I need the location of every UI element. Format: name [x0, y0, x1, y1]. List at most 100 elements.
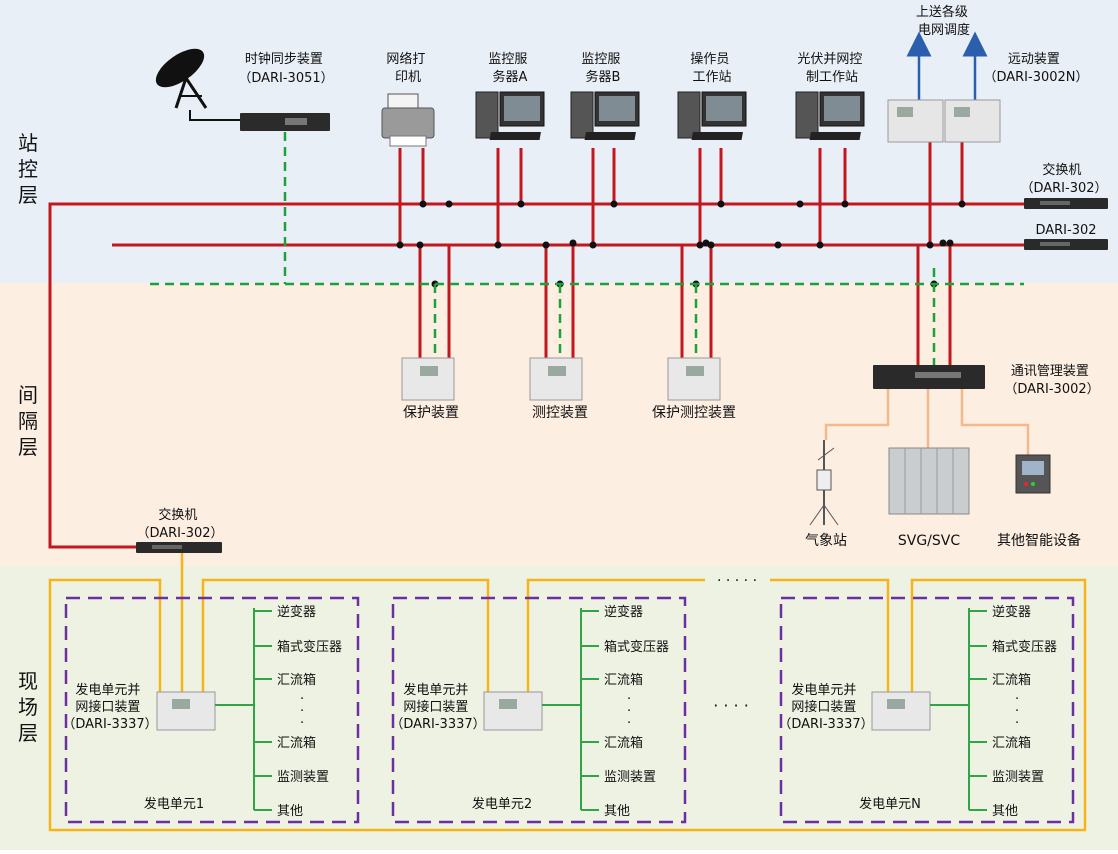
comm-manager-name: 通讯管理装置 [1011, 364, 1089, 379]
unit-2-item-transformer: 箱式变压器 [604, 639, 669, 655]
red-bus-lines [48, 142, 1024, 549]
unit-1-item-transformer: 箱式变压器 [277, 639, 342, 655]
server-b-l2: 务器B [586, 69, 621, 85]
unit-n-vdot-1: · [1015, 692, 1019, 707]
station-label-c2: 控 [18, 157, 38, 181]
bay-label-c2: 隔 [18, 409, 38, 433]
unit-1-vdot-3: · [300, 716, 304, 731]
server-a-l2: 务器A [493, 69, 528, 85]
unit-2-vdot-2: · [627, 704, 631, 719]
unit-2: 发电单元并 网接口装置 （DARI-3337） 发电单元2 逆变器 箱式变压器 … [390, 604, 669, 819]
switch-1-model: （DARI-302） [1020, 181, 1107, 196]
unit-1: 发电单元并 网接口装置 （DARI-3337） 发电单元1 逆变器 箱式变压器 … [62, 604, 342, 819]
unit-2-device-label: 发电单元并 网接口装置 （DARI-3337） [390, 682, 485, 732]
comm-manager-model: （DARI-3002） [1004, 382, 1099, 397]
unit-2-item-combiner-2: 汇流箱 [604, 735, 643, 751]
clock-sync-label: 时钟同步装置 （DARI-3051） [238, 51, 333, 86]
unit-n-device-l3: （DARI-3337） [778, 717, 873, 732]
station-layer-label: 站控层 [18, 131, 38, 207]
unit-n-box [779, 596, 1075, 824]
unit-1-item-other: 其他 [277, 804, 303, 819]
switch-2-label: DARI-302 [1035, 223, 1096, 238]
protection-device [401, 357, 455, 401]
unit-1-item-inverter: 逆变器 [277, 604, 316, 620]
unit-n-item-other: 其他 [992, 804, 1018, 819]
unit-1-item-combiner-2: 汇流箱 [277, 735, 316, 751]
bay-label-c1: 间 [18, 383, 38, 407]
unit-2-item-monitor: 监测装置 [604, 770, 656, 785]
pv-control-l1: 光伏并网控 [797, 52, 862, 67]
unit-2-device-l3: （DARI-3337） [390, 717, 485, 732]
svg-svc-cabinets-icon [888, 447, 970, 515]
green-dashed-lines [150, 132, 1024, 365]
unit-n-device-l2: 网接口装置 [791, 699, 856, 715]
smart-device-icon [1015, 454, 1051, 494]
unit-2-vdot-1: · [627, 692, 631, 707]
printer-l1: 网络打 [386, 51, 425, 67]
unit-2-title: 发电单元2 [472, 796, 532, 812]
pv-control-label: 光伏并网控 制工作站 [797, 52, 866, 85]
layer-labels: 站控层 间隔层 现场层 [18, 131, 38, 745]
prot-measure-device [667, 357, 721, 401]
bay-label-c3: 层 [18, 435, 38, 459]
unit-2-item-inverter: 逆变器 [604, 604, 643, 620]
prot-measure-label: 保护测控装置 [652, 405, 736, 421]
station-label-c1: 站 [18, 131, 38, 155]
switch-1-label: 交换机 （DARI-302） [1020, 162, 1107, 196]
unit-n-title: 发电单元N [859, 796, 921, 812]
bay-layer-label: 间隔层 [18, 383, 38, 459]
telecontrol-device [887, 99, 1001, 143]
telecontrol-model: （DARI-3002N） [983, 70, 1088, 85]
comm-manager-label: 通讯管理装置 （DARI-3002） [1004, 364, 1099, 397]
operator-icon [677, 91, 747, 140]
unit-n-device-label: 发电单元并 网接口装置 （DARI-3337） [778, 682, 873, 732]
unit-1-vdot-1: · [300, 692, 304, 707]
server-a-label: 监控服 务器A [488, 52, 531, 85]
unit-2-device-l2: 网接口装置 [403, 699, 468, 715]
field-switch-model: （DARI-302） [136, 526, 223, 541]
server-b-label: 监控服 务器B [581, 52, 624, 85]
unit-2-box [391, 596, 687, 824]
station-label-c3: 层 [18, 183, 38, 207]
dispatch-l1: 上送各级 [916, 4, 968, 20]
unit-1-item-monitor: 监测装置 [277, 770, 329, 785]
telecontrol-label: 远动装置 （DARI-3002N） [983, 52, 1088, 85]
clock-sync-device [240, 113, 330, 131]
unit-n-item-combiner-1: 汇流箱 [992, 672, 1031, 688]
operator-l1: 操作员 [690, 51, 729, 67]
weather-station-icon [809, 440, 839, 526]
unit-n-device-l1: 发电单元并 [791, 682, 856, 698]
field-label-c3: 层 [18, 721, 38, 745]
server-b-l1: 监控服 [581, 52, 620, 67]
server-a-l1: 监控服 [488, 52, 527, 67]
comm-manager-device [873, 365, 985, 389]
between-units-dots: · · · · [713, 696, 749, 715]
field-layer-label: 现场层 [18, 669, 38, 745]
junction-dots [396, 200, 966, 288]
server-a-icon [475, 91, 545, 140]
unit-n: 发电单元并 网接口装置 （DARI-3337） 发电单元N 逆变器 箱式变压器 … [778, 604, 1057, 819]
unit-1-device-label: 发电单元并 网接口装置 （DARI-3337） [62, 682, 157, 732]
unit-n-vdot-2: · [1015, 704, 1019, 719]
unit-n-item-transformer: 箱式变压器 [992, 639, 1057, 655]
top-gap-dots: · · · · · [717, 573, 757, 589]
weather-label: 气象站 [805, 533, 847, 549]
unit-n-item-monitor: 监测装置 [992, 770, 1044, 785]
unit-boxes [64, 596, 1075, 824]
switch-1 [1024, 198, 1108, 209]
field-switch-name: 交换机 [158, 507, 197, 523]
server-b-icon [570, 91, 640, 140]
protection-label: 保护装置 [403, 405, 459, 421]
dispatch-arrows [906, 31, 988, 100]
measure-device [529, 357, 583, 401]
clock-model: （DARI-3051） [238, 71, 333, 86]
svg-label: SVG/SVC [898, 533, 960, 549]
peach-lines [824, 389, 1030, 455]
switch-2 [1024, 239, 1108, 250]
printer-label: 网络打 印机 [386, 51, 429, 85]
operator-l2: 工作站 [692, 70, 731, 85]
field-label-c1: 现 [18, 669, 38, 693]
satellite-dish-icon [155, 48, 240, 121]
field-switch-device [136, 542, 222, 553]
